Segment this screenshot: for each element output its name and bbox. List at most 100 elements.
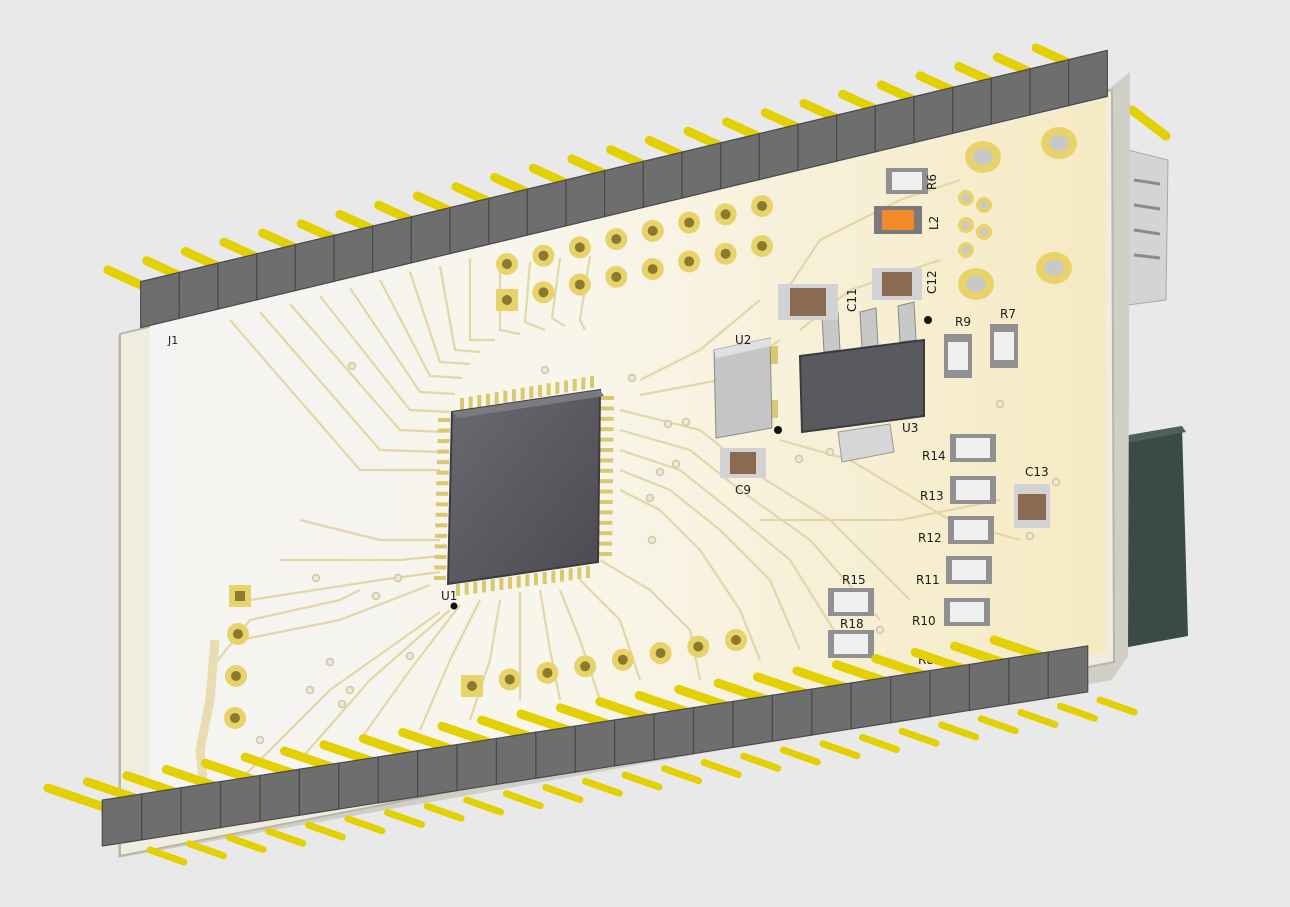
ic-pin (503, 390, 508, 403)
header-housing (140, 271, 180, 329)
pad-hole (757, 241, 767, 251)
header-housing (681, 142, 722, 199)
header-housing (294, 234, 335, 292)
header-pin (621, 771, 663, 791)
ic-pin (598, 479, 613, 484)
vias (255, 361, 1061, 745)
ic-pin (586, 566, 590, 578)
ic-pin (598, 531, 613, 536)
header-housing (1008, 651, 1049, 705)
ic-pin (520, 387, 525, 400)
ic-pin (577, 567, 582, 580)
ic-pin (437, 439, 450, 444)
ic-pin (499, 578, 504, 590)
pad-hole (504, 674, 515, 685)
pad-hole (647, 264, 658, 275)
header-housing (141, 787, 182, 841)
label-u1: U1 (441, 589, 457, 603)
header-housing (874, 95, 915, 153)
header-pin (1096, 696, 1138, 716)
header-housing (256, 243, 296, 301)
header-housing (178, 262, 219, 320)
header-pin (859, 734, 900, 753)
label-r15: R15 (842, 573, 866, 587)
ic-pin (598, 552, 612, 556)
header-pin (384, 809, 425, 828)
resistor-r6 (886, 168, 928, 194)
ic-pin (436, 470, 449, 475)
header-pin (502, 790, 544, 810)
ic-pin (436, 481, 449, 486)
label-c12: C12 (925, 270, 939, 294)
capacitor-c11 (778, 284, 838, 320)
pin1-dot (924, 316, 932, 324)
ic-pin (542, 572, 547, 584)
header-housing (692, 700, 734, 755)
header-pin (581, 777, 623, 797)
ic-pin (486, 393, 490, 406)
ic-pin (436, 460, 449, 465)
ic-pin (568, 568, 573, 581)
ic-pin (460, 398, 464, 410)
header-pin (146, 846, 188, 866)
resistor-r10 (944, 598, 990, 626)
ic-pin (438, 418, 450, 422)
regulator-u3 (798, 301, 925, 463)
pin-header-bottom (43, 635, 1138, 866)
header-pin (779, 746, 821, 766)
pin-header-top (103, 43, 1108, 329)
ic-pin (464, 582, 469, 595)
ic-pin (564, 380, 568, 393)
ic-pin (590, 376, 594, 388)
ic-pin (468, 396, 473, 409)
header-housing (850, 676, 892, 730)
pad-hole (580, 661, 591, 672)
resistor-r9 (944, 334, 972, 378)
header-housing (1068, 49, 1108, 107)
pad-hole (538, 287, 549, 298)
ic-pin (534, 573, 538, 586)
header-housing (929, 663, 971, 718)
ic-pin (434, 565, 447, 570)
header-housing (495, 731, 537, 786)
pad-hole (757, 201, 767, 211)
header-housing (410, 206, 451, 264)
header-pin (344, 815, 386, 835)
ic-pin (599, 406, 614, 411)
ic-pin (512, 389, 516, 402)
regulator-u2 (713, 337, 778, 439)
label-c9: C9 (735, 483, 751, 497)
label-r13: R13 (920, 489, 944, 503)
header-pin (265, 827, 307, 847)
header-housing (890, 669, 931, 724)
resistor-r12 (948, 516, 994, 544)
header-pin (740, 752, 782, 772)
pad-hole (502, 295, 512, 305)
mounting-holes (958, 127, 1077, 300)
pad-hole (731, 635, 741, 645)
ic-pin (435, 523, 448, 528)
ic-pin (546, 383, 551, 396)
header-pin (977, 715, 1019, 735)
header-housing (101, 793, 143, 847)
label-c11: C11 (845, 288, 859, 312)
pad-hole (611, 271, 622, 282)
label-u3: U3 (902, 421, 918, 435)
ic-pin (599, 448, 614, 452)
label-r10: R10 (912, 614, 936, 628)
inductor-l2 (874, 206, 922, 234)
ic-pin (598, 500, 613, 504)
header-housing (333, 225, 374, 283)
header-pin (463, 796, 505, 816)
side-connector (1127, 105, 1171, 306)
ic-pin (572, 378, 577, 391)
capacitor-c13 (1014, 484, 1050, 528)
pad-hole (574, 242, 585, 253)
capacitor-c9 (720, 448, 766, 478)
capacitor-c12 (872, 268, 922, 300)
ic-pin (473, 581, 478, 594)
header-housing (642, 151, 683, 209)
copper-traces (209, 178, 1021, 781)
pad-hole (655, 648, 666, 659)
